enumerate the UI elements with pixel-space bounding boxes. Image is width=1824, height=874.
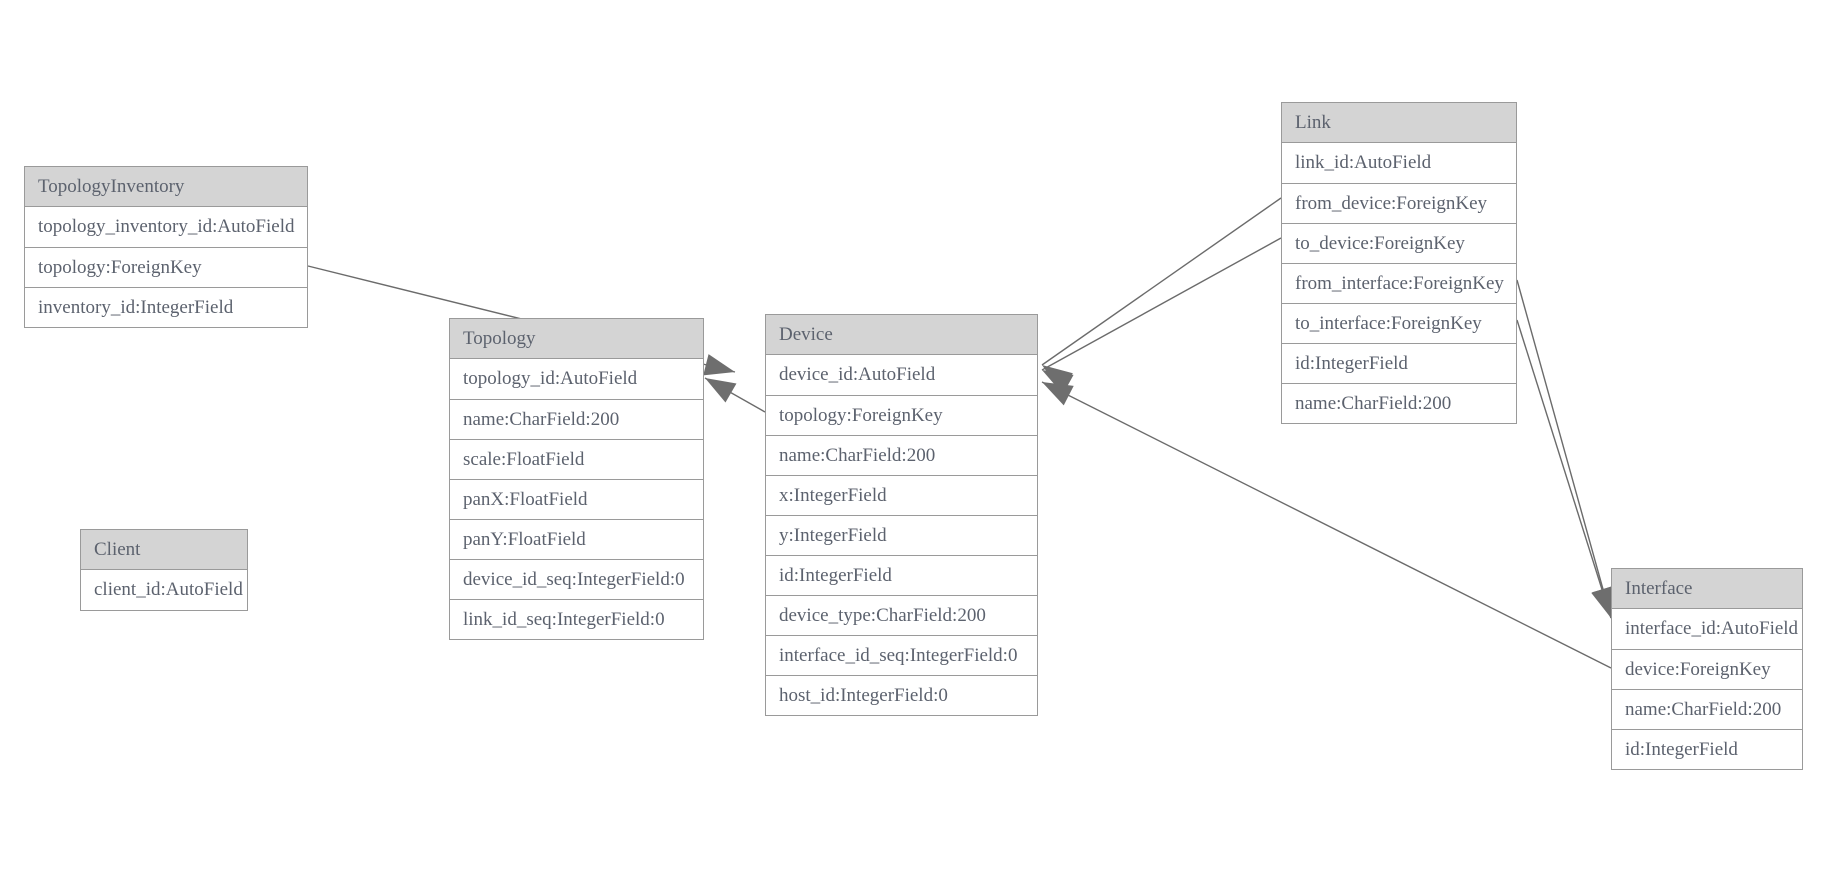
entity-field[interactable]: y:IntegerField [766,515,1037,555]
entity-field[interactable]: panX:FloatField [450,479,703,519]
relationship-arrowhead-link-to_interface [1591,586,1613,618]
entity-title-interface: Interface [1612,569,1802,609]
entity-field[interactable]: inventory_id:IntegerField [25,287,307,327]
entity-field[interactable]: topology_inventory_id:AutoField [25,207,307,247]
entity-field[interactable]: to_interface:ForeignKey [1282,303,1516,343]
entity-field[interactable]: from_interface:ForeignKey [1282,263,1516,303]
entity-field[interactable]: name:CharField:200 [1612,689,1802,729]
entity-field[interactable]: device_id:AutoField [766,355,1037,395]
entity-field[interactable]: topology:ForeignKey [766,395,1037,435]
entity-field[interactable]: client_id:AutoField [81,570,247,610]
relationship-arrowhead-link-from_device [1042,365,1073,392]
relationship-line-link-from_interface[interactable] [1516,279,1612,619]
entity-field[interactable]: topology_id:AutoField [450,359,703,399]
entity-field[interactable]: x:IntegerField [766,475,1037,515]
entity-title-topology_inventory: TopologyInventory [25,167,307,207]
entity-title-device: Device [766,315,1037,355]
relationship-line-interface-device[interactable] [1041,381,1612,669]
entity-field[interactable]: panY:FloatField [450,519,703,559]
entity-title-client: Client [81,530,247,570]
relationship-arrowhead-device-topology [705,378,737,403]
entity-field[interactable]: interface_id:AutoField [1612,609,1802,649]
relationship-line-link-to_interface[interactable] [1516,319,1612,619]
entity-field[interactable]: id:IntegerField [1282,343,1516,383]
relationship-line-device-topology[interactable] [704,377,766,413]
entity-field[interactable]: from_device:ForeignKey [1282,183,1516,223]
entity-title-link: Link [1282,103,1516,143]
relationship-arrowhead-topologyinventory-topology [703,354,735,376]
relationship-arrowhead-interface-device [1042,382,1074,406]
entity-field[interactable]: id:IntegerField [766,555,1037,595]
entity-field[interactable]: topology:ForeignKey [25,247,307,287]
entity-field[interactable]: link_id_seq:IntegerField:0 [450,599,703,639]
entity-field[interactable]: scale:FloatField [450,439,703,479]
entity-field[interactable]: name:CharField:200 [450,399,703,439]
entity-field[interactable]: name:CharField:200 [1282,383,1516,423]
entity-field[interactable]: device_type:CharField:200 [766,595,1037,635]
entity-field-list-client: client_id:AutoField [81,570,247,610]
entity-field[interactable]: name:CharField:200 [766,435,1037,475]
entity-field[interactable]: device:ForeignKey [1612,649,1802,689]
relationship-arrowhead-link-to_device [1042,370,1074,395]
entity-field[interactable]: device_id_seq:IntegerField:0 [450,559,703,599]
entity-field[interactable]: interface_id_seq:IntegerField:0 [766,635,1037,675]
entity-field[interactable]: to_device:ForeignKey [1282,223,1516,263]
entity-field[interactable]: id:IntegerField [1612,729,1802,769]
entity-field[interactable]: host_id:IntegerField:0 [766,675,1037,715]
relationship-line-link-from_device[interactable] [1041,197,1282,366]
entity-field[interactable]: link_id:AutoField [1282,143,1516,183]
entity-title-topology: Topology [450,319,703,359]
relationship-line-link-to_device[interactable] [1041,237,1282,371]
